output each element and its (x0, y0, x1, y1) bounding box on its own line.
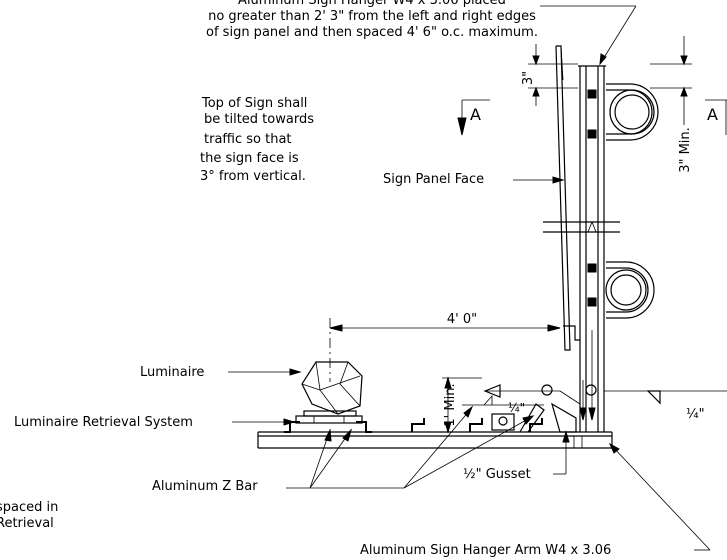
left-cut-note-line-2: Retrieval (0, 516, 54, 531)
sign-panel (555, 45, 571, 351)
section-marker-right: A (705, 99, 727, 135)
section-label-right: A (707, 105, 718, 124)
dimension-top-3in: 3" (521, 44, 578, 106)
vertical-hanger (543, 65, 620, 432)
section-marker-left: A (457, 99, 490, 136)
section-label-left: A (470, 105, 481, 124)
weld-right-label: ¼" (686, 407, 705, 422)
dimension-top-3in-label: 3" (521, 71, 536, 85)
left-cut-note-line-1: spaced in (0, 500, 58, 515)
dimension-vertical-1ft-min: 1' Min. (442, 376, 482, 434)
luminaire-label: Luminaire (140, 365, 204, 380)
u-bolt-upper (606, 83, 659, 141)
tilt-note-line-5: 3° from vertical. (200, 169, 306, 184)
weld-left-label: ¼" (508, 401, 525, 415)
hanger-note-line-3: of sign panel and then spaced 4' 6" o.c.… (206, 25, 538, 40)
z-bar-label: Aluminum Z Bar (152, 479, 258, 494)
weld-arrow-left (483, 384, 581, 405)
luminaire (301, 361, 363, 417)
tilt-note-line-4: the sign face is (200, 151, 299, 166)
sign-panel-face-label: Sign Panel Face (383, 172, 484, 187)
luminaire-retrieval-system (284, 415, 372, 433)
hanger-note-line-2: no greater than 2' 3" from the left and … (208, 9, 536, 24)
retrieval-system-label: Luminaire Retrieval System (14, 415, 193, 430)
hanger-note: Aluminum Sign Hanger W4 x 3.06 placed no… (206, 0, 538, 40)
dimension-right-3in-min-label: 3" Min. (678, 127, 693, 173)
weld-symbol-left: ¼" (462, 394, 544, 415)
hanger-note-line-1: Aluminum Sign Hanger W4 x 3.06 placed (238, 0, 506, 8)
tilt-note: Top of Sign shall be tilted towards traf… (200, 96, 314, 184)
hanger-note-leader (599, 5, 637, 65)
tilt-note-line-3: traffic so that (204, 132, 292, 147)
dimension-right-3in-min: 3" Min. (650, 36, 693, 173)
hanger-arm-label: Aluminum Sign Hanger Arm W4 x 3.06 (360, 543, 611, 558)
weld-arrow-right (604, 390, 727, 405)
walkway-deck (257, 384, 613, 449)
hanger-note-arrowhead (599, 53, 607, 66)
tilt-note-line-1: Top of Sign shall (201, 96, 307, 111)
u-bolt-lower (605, 261, 655, 319)
gusset-label: ½" Gusset (463, 467, 531, 482)
dimension-horizontal-4ft-label: 4' 0" (447, 312, 477, 327)
dimension-horizontal-4ft: 4' 0" (329, 312, 561, 382)
tilt-note-line-2: be tilted towards (204, 112, 314, 127)
dimension-vertical-1ft-min-label: 1' Min. (443, 383, 458, 426)
